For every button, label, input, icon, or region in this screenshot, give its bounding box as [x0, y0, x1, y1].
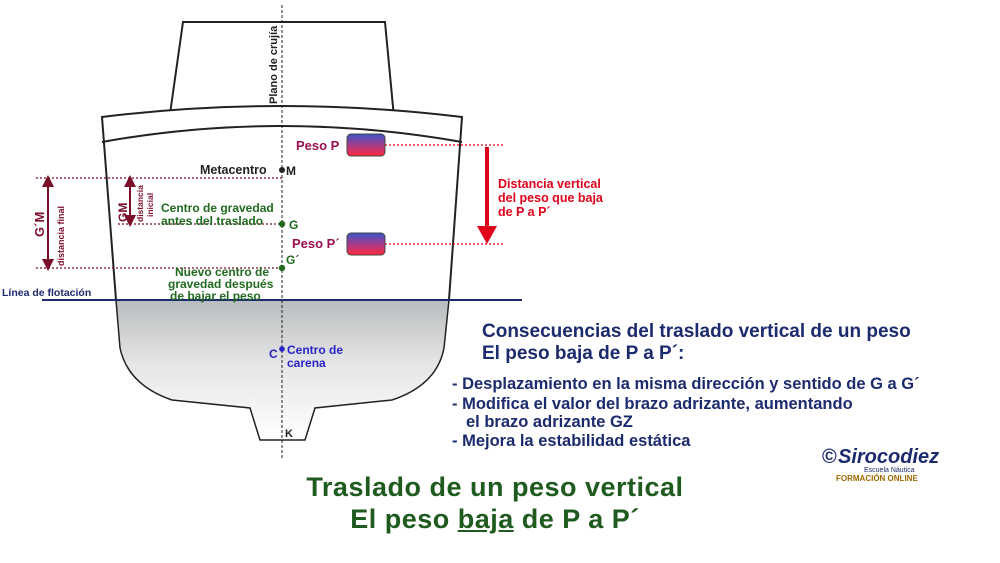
nuevo-cg-label-2: gravedad después: [168, 277, 274, 291]
logo-sub2: FORMACIÓN ONLINE: [836, 474, 918, 483]
gm-sub-label-1: distancia: [135, 185, 145, 222]
consequence-item-1: - Desplazamiento en la misma dirección y…: [452, 375, 920, 393]
point-c: [279, 346, 285, 352]
metacentro-letter: M: [286, 164, 296, 178]
footer-title-2-underlined: baja: [457, 504, 514, 534]
consequence-item-3: - Mejora la estabilidad estática: [452, 432, 691, 450]
consequences-heading-1: Consecuencias del traslado vertical de u…: [482, 321, 911, 342]
consequence-item-2b: el brazo adrizante GZ: [466, 413, 633, 431]
nuevo-cg-label-1: Nuevo centro de: [175, 265, 269, 279]
weight-p-prime: [346, 232, 386, 256]
point-g: [278, 220, 286, 228]
footer-title-2-post: de P a P´: [513, 504, 640, 534]
g-prime-m-label: G´M: [32, 212, 47, 237]
deck-line: [101, 125, 463, 143]
centro-carena-label-2: carena: [287, 356, 326, 370]
weight-p: [346, 133, 386, 157]
logo-copyright: ©: [822, 446, 837, 468]
logo-name: Sirocodiez: [838, 446, 940, 468]
peso-p-prime-label: Peso P´: [292, 236, 340, 251]
g-prime-letter: G´: [286, 253, 299, 267]
footer-title-2-pre: El peso: [350, 504, 458, 534]
g-letter: G: [289, 218, 298, 232]
g-prime-m-sub-label: distancia final: [56, 206, 66, 266]
distance-label-1: Distancia vertical: [498, 177, 601, 191]
peso-p-label: Peso P: [296, 138, 340, 153]
cg-antes-label-1: Centro de gravedad: [161, 201, 274, 215]
sirocodiez-logo: © Sirocodiez Escuela Náutica FORMACIÓN O…: [822, 446, 942, 486]
footer-title-2: El peso baja de P a P´: [0, 504, 990, 535]
logo-sub: Escuela Náutica: [864, 467, 915, 474]
distance-label-3: de P a P´: [498, 205, 551, 219]
k-letter: K: [285, 428, 293, 440]
footer-title-1: Traslado de un peso vertical: [306, 472, 684, 502]
distance-arrow-head: [477, 226, 497, 244]
consequences-heading-2: El peso baja de P a P´:: [482, 343, 685, 364]
distance-label-2: del peso que baja: [498, 191, 604, 205]
consequence-item-2a: - Modifica el valor del brazo adrizante,…: [452, 395, 853, 413]
gm-sub-label-2: inicial: [145, 193, 155, 217]
nuevo-cg-label-3: de bajar el peso: [170, 289, 261, 303]
cg-antes-label-2: antes del traslado: [161, 214, 263, 228]
point-m: [279, 167, 285, 173]
linea-flotacion-label: Línea de flotación: [2, 287, 91, 299]
gm-label: GM: [116, 203, 130, 222]
plano-crujia-label: Plano de crujía: [268, 25, 280, 104]
c-letter: C: [269, 347, 278, 361]
metacentro-label: Metacentro: [200, 163, 267, 177]
centro-carena-label-1: Centro de: [287, 343, 343, 357]
point-g-prime: [278, 264, 286, 272]
